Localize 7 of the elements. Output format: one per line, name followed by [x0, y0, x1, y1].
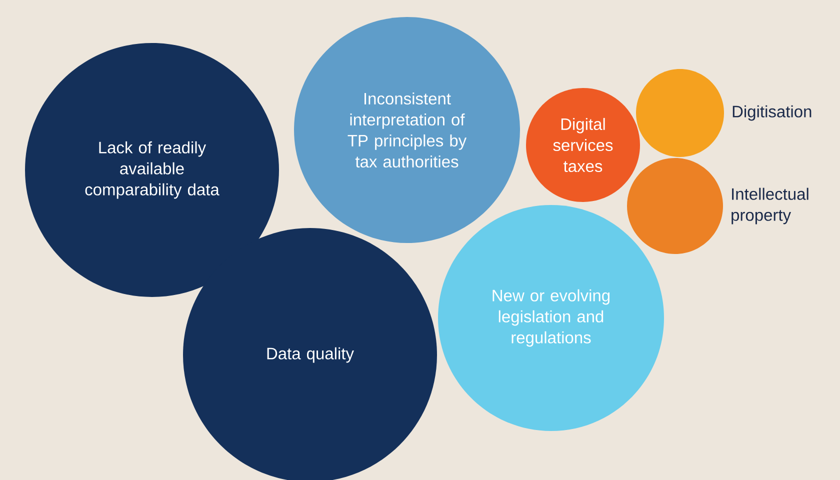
circle-label: Intellectual property	[732, 188, 808, 224]
circle-label: Digitisation	[732, 105, 812, 121]
bubble: Digital services taxes	[526, 88, 640, 202]
bubble: New or evolving legislation and regulations	[438, 205, 664, 431]
bubble: Inconsistent interpretation of TP principles by tax authorities	[294, 17, 520, 243]
bubble: Data quality	[183, 228, 437, 480]
bubble: Lack of readily available comparability data	[25, 43, 279, 297]
